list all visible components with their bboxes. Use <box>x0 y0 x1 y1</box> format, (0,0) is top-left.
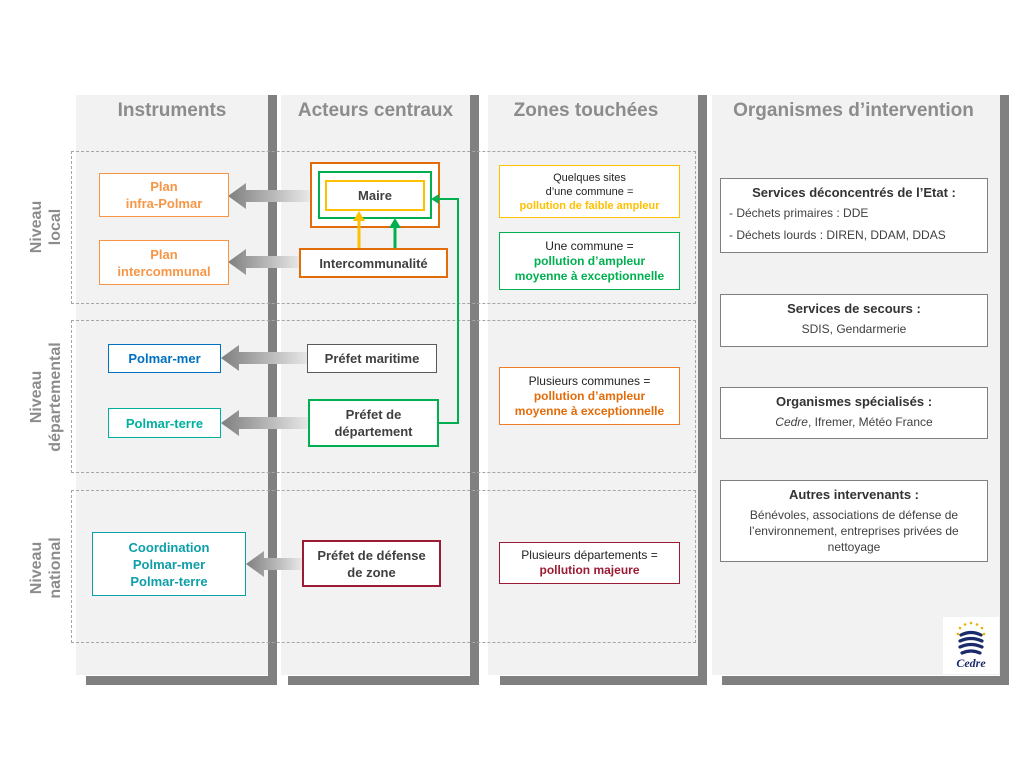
zone-plusieurs-departements-line2: pollution majeure <box>539 563 640 577</box>
zone-une-commune-box: Une commune = pollution d’ampleur moyenn… <box>499 232 680 290</box>
zone-quelques-sites-line2: d’une commune = <box>545 185 634 198</box>
column-instruments-bottom <box>86 676 277 685</box>
coordination-line3: Polmar-terre <box>130 573 208 589</box>
zone-plusieurs-departements-box: Plusieurs départements = pollution majeu… <box>499 542 680 584</box>
polmar-mer-label: Polmar-mer <box>128 351 201 366</box>
zone-une-commune-line2: pollution d’ampleur <box>533 253 646 268</box>
polmar-terre-label: Polmar-terre <box>125 415 204 431</box>
zone-plusieurs-departements-line1: Plusieurs départements = <box>521 548 658 562</box>
column-organismes-bottom <box>722 676 1009 685</box>
level-local-line2: local <box>47 208 64 246</box>
band-local <box>71 151 696 304</box>
prefet-maritime-box: Préfet maritime <box>307 344 437 373</box>
arrow-prefet-departement-to-polmar-terre <box>221 410 309 436</box>
level-label-local: Niveau local <box>27 177 65 277</box>
zone-plusieurs-communes-box: Plusieurs communes = pollution d’ampleur… <box>499 367 680 425</box>
prefet-maritime-label: Préfet maritime <box>324 351 420 366</box>
band-national <box>71 490 696 643</box>
org-services-deconcentres: Services déconcentrés de l’Etat : - Déch… <box>720 178 988 253</box>
cedre-logo-text: Cedre <box>956 656 986 670</box>
polmar-mer-box: Polmar-mer <box>108 344 221 373</box>
polmar-terre-box: Polmar-terre <box>108 408 221 438</box>
prefet-departement-line1: Préfet de <box>345 407 402 422</box>
column-title-acteurs: Acteurs centraux <box>297 100 454 121</box>
zone-quelques-sites-line1: Quelques sites <box>553 171 626 184</box>
prefet-defense-box: Préfet de défense de zone <box>302 540 441 587</box>
org-services-deconcentres-line2: - Déchets lourds : DIREN, DDAM, DDAS <box>729 228 946 242</box>
column-instruments-bar <box>268 95 277 685</box>
org-autres-title: Autres intervenants : <box>788 487 920 502</box>
intercommunalite-label: Intercommunalité <box>319 255 428 271</box>
org-services-deconcentres-title: Services déconcentrés de l’Etat : <box>752 185 956 200</box>
zone-quelques-sites-line3: pollution de faible ampleur <box>519 199 660 212</box>
column-acteurs-bar <box>470 95 479 685</box>
coordination-line1: Coordination <box>128 539 210 555</box>
coordination-box: Coordination Polmar-mer Polmar-terre <box>92 532 246 596</box>
plan-inter-line2: intercommunal <box>117 263 211 279</box>
maire-box: Maire <box>325 180 425 211</box>
plan-infra-line2: infra-Polmar <box>125 196 203 211</box>
org-specialises-cedre: Cedre <box>775 415 808 429</box>
prefet-defense-line1: Préfet de défense <box>317 547 426 563</box>
coordination-line2: Polmar-mer <box>132 556 206 572</box>
maire-label: Maire <box>358 188 392 203</box>
band-departemental <box>71 320 696 473</box>
arrow-prefet-departement-to-maire <box>431 194 459 424</box>
org-services-deconcentres-line1: - Déchets primaires : DDE <box>729 206 869 220</box>
level-national-line2: national <box>47 537 64 599</box>
arrow-prefet-defense-to-coordination <box>246 551 302 577</box>
org-secours-title: Services de secours : <box>787 301 921 316</box>
plan-intercommunal-box: Plan intercommunal <box>99 240 229 285</box>
org-secours: Services de secours : SDIS, Gendarmerie <box>720 294 988 347</box>
level-departemental-line2: départemental <box>47 342 64 452</box>
cedre-logo-icon <box>956 621 986 655</box>
zone-quelques-sites-box: Quelques sites d’une commune = pollution… <box>499 165 680 218</box>
level-local-line1: Niveau <box>28 200 45 254</box>
level-label-departemental: Niveau départemental <box>27 324 65 470</box>
prefet-defense-line2: de zone <box>347 564 396 580</box>
column-title-zones: Zones touchées <box>513 100 659 121</box>
column-acteurs-bottom <box>288 676 479 685</box>
org-specialises-rest: , Ifremer, Météo France <box>807 415 933 429</box>
prefet-departement-box: Préfet de département <box>308 399 439 447</box>
zone-une-commune-line1: Une commune = <box>545 238 634 253</box>
org-specialises: Organismes spécialisés : Cedre, Ifremer,… <box>720 387 988 439</box>
zone-plusieurs-communes-line1: Plusieurs communes = <box>528 373 651 388</box>
org-specialises-text: Cedre, Ifremer, Météo France <box>729 414 979 430</box>
arrows-intercom-to-maire <box>353 211 401 250</box>
org-autres: Autres intervenants : Bénévoles, associa… <box>720 480 988 562</box>
arrow-intercom-to-plan-inter <box>228 249 300 275</box>
column-zones-bottom <box>500 676 707 685</box>
zone-plusieurs-communes-line3: moyenne à exceptionnelle <box>514 403 665 418</box>
prefet-departement-line2: département <box>334 424 413 439</box>
cedre-logo: Cedre <box>943 617 999 674</box>
intercommunalite-box: Intercommunalité <box>299 248 448 278</box>
org-autres-text: Bénévoles, associations de défense de l’… <box>749 508 959 554</box>
plan-inter-line1: Plan <box>150 246 178 262</box>
column-organismes-bar <box>1000 95 1009 685</box>
arrow-prefet-maritime-to-polmar-mer <box>221 345 309 371</box>
plan-infra-polmar-box: Plan infra-Polmar <box>99 173 229 217</box>
column-zones-bar <box>698 95 707 685</box>
zone-plusieurs-communes-line2: pollution d’ampleur <box>533 388 646 403</box>
column-title-organismes: Organismes d’intervention <box>733 100 974 121</box>
column-title-instruments: Instruments <box>117 100 227 121</box>
level-label-national: Niveau national <box>27 518 65 618</box>
zone-une-commune-line3: moyenne à exceptionnelle <box>514 268 665 283</box>
plan-infra-line1: Plan <box>150 179 178 194</box>
arrow-maire-to-plan-infra <box>228 183 310 209</box>
org-secours-text: SDIS, Gendarmerie <box>801 322 907 336</box>
org-specialises-title: Organismes spécialisés : <box>775 394 933 409</box>
level-national-line1: Niveau <box>28 541 45 595</box>
level-departemental-line1: Niveau <box>28 370 45 424</box>
